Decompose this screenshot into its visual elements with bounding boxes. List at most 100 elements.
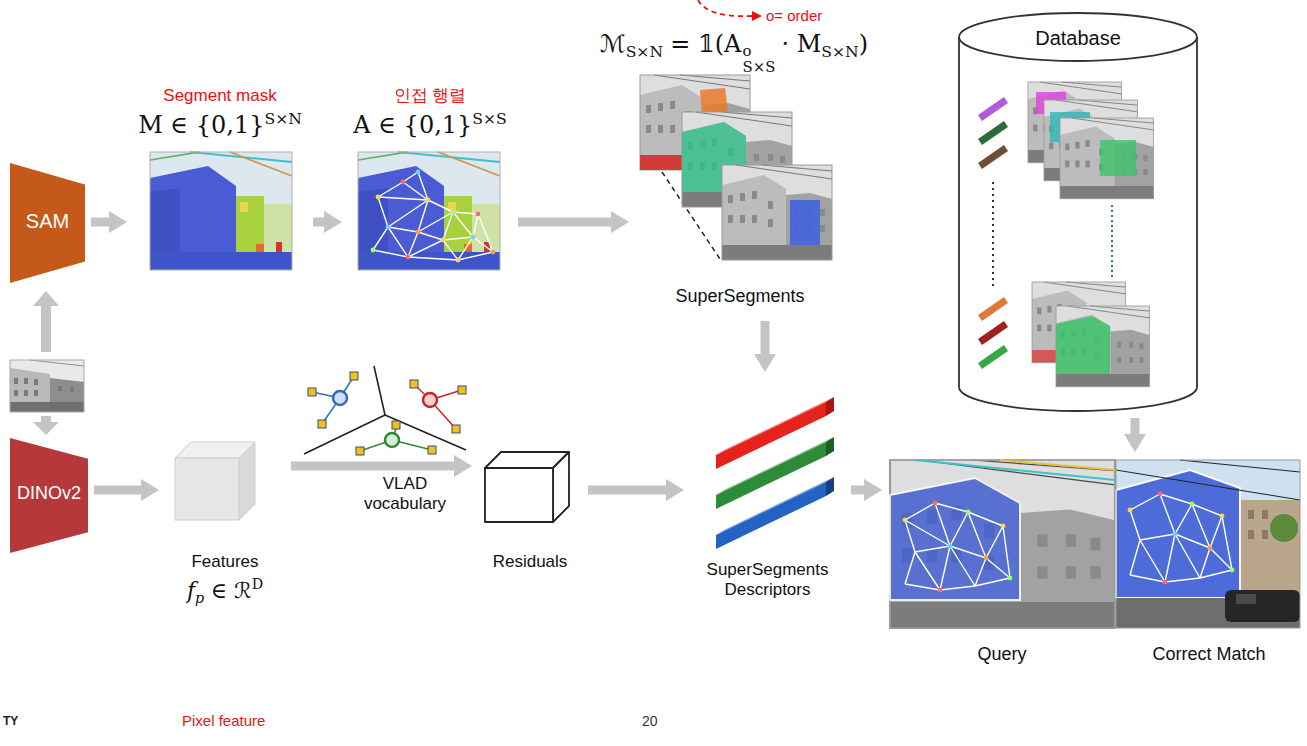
match-photo — [1128, 508, 1133, 513]
text: SuperSegments — [675, 286, 804, 306]
text: Pixel feature — [182, 712, 265, 729]
vlad-illustration — [304, 366, 466, 455]
text: S×N — [626, 43, 663, 61]
database-contents — [980, 324, 1006, 342]
match-photo — [1240, 500, 1300, 598]
math-index: o — [743, 44, 776, 60]
match-photo — [1116, 470, 1300, 500]
vlad-illustration — [360, 429, 432, 451]
cylinder-body — [959, 37, 1197, 411]
text: Features — [191, 552, 258, 571]
query-photo — [938, 588, 943, 593]
query-photo — [915, 460, 1115, 480]
query-photo — [1001, 524, 1006, 529]
text-line: SuperSegments Descriptors — [698, 560, 838, 601]
match-photo — [1163, 580, 1168, 585]
encoder-block: SAM — [10, 163, 85, 283]
vlad-illustration — [312, 376, 354, 424]
flow-arrow — [94, 486, 141, 495]
text-line: Features — [191, 552, 258, 572]
match-photo — [1116, 470, 1240, 598]
input-photo — [10, 360, 84, 412]
adjacency-graph — [416, 230, 421, 235]
supersegment-images — [700, 88, 728, 114]
match-photo — [1190, 502, 1195, 507]
text: · M — [781, 30, 821, 58]
adjacency-graph — [441, 238, 446, 243]
query-photo — [890, 478, 1020, 600]
text-line: SuperSegments — [675, 286, 804, 308]
vlad-illustration — [356, 447, 364, 455]
text: o= order — [766, 7, 822, 24]
cylinder-top — [959, 13, 1197, 61]
text: f — [187, 578, 195, 603]
text: 인접 행렬 — [394, 86, 467, 105]
descriptor-bars — [716, 477, 834, 535]
vlad-illustration — [428, 446, 436, 454]
input-photo — [14, 390, 18, 396]
text: S×N — [264, 110, 301, 128]
text-line: fp∈ ℛD — [187, 576, 263, 607]
input-photo — [50, 378, 84, 402]
block-arrow — [33, 291, 59, 352]
text: SuperSegments Descriptors — [707, 560, 829, 599]
flow-arrow — [91, 218, 109, 227]
database-contents — [1056, 316, 1110, 374]
descriptor-bars — [716, 397, 834, 549]
database-contents — [980, 300, 1006, 318]
query-photo — [933, 501, 938, 506]
match-photo — [1180, 460, 1300, 472]
descriptor-bars — [716, 482, 826, 549]
text: ℳ — [600, 30, 626, 58]
text: DINOv2 — [17, 483, 81, 503]
feature-cube — [239, 442, 255, 520]
input-photo — [70, 387, 74, 392]
callout-note: Pixel feature — [182, 712, 265, 730]
vlad-illustration — [452, 425, 460, 433]
cylinder-shape — [958, 12, 1198, 412]
text-line: Residuals — [493, 552, 568, 572]
text-line: VLAD vocabulary — [355, 474, 455, 515]
input-photo — [24, 378, 28, 384]
text: Segment mask — [163, 86, 276, 105]
segment-mask-image — [150, 152, 292, 270]
residual-cube — [485, 452, 569, 522]
database-contents — [980, 82, 1154, 387]
database-contents — [1056, 306, 1150, 387]
adjacency-graph — [386, 225, 391, 230]
adjacency-graph — [471, 235, 476, 240]
text: Query — [977, 644, 1026, 664]
database-contents — [980, 100, 1006, 118]
adjacency-graph — [373, 172, 493, 260]
match-photo — [1128, 492, 1235, 585]
match-photo — [1225, 590, 1300, 622]
index-stack: oS×S — [743, 44, 776, 75]
query-photo — [890, 460, 1115, 628]
database-contents — [1100, 140, 1136, 176]
text: TY — [3, 714, 18, 728]
flow-arrow — [291, 462, 454, 471]
vlad-illustration — [458, 386, 466, 394]
match-photo — [1158, 492, 1163, 497]
match-photo — [1116, 460, 1300, 628]
input-photo — [24, 390, 28, 396]
query-photo — [966, 510, 971, 515]
vlad-illustration — [423, 393, 437, 407]
encoder-shape — [10, 163, 85, 283]
text: Database — [1035, 27, 1121, 49]
query-photo — [903, 501, 1013, 593]
adjacency-graph — [476, 212, 481, 217]
text: 20 — [642, 713, 658, 729]
query-photo — [903, 518, 908, 523]
supersegment-images — [722, 165, 832, 260]
text-line: Correct Match — [1152, 644, 1265, 666]
adjacency-graph — [401, 180, 406, 185]
text: S×N — [821, 43, 858, 61]
feature-cube — [175, 442, 255, 520]
vlad-vocabulary: VLAD vocabulary — [340, 474, 470, 520]
database-contents — [992, 182, 994, 290]
text-line: DINOv2 — [17, 483, 81, 505]
flow-arrow — [518, 218, 611, 227]
flow-arrow — [851, 486, 864, 495]
supersegment-images — [790, 200, 820, 245]
